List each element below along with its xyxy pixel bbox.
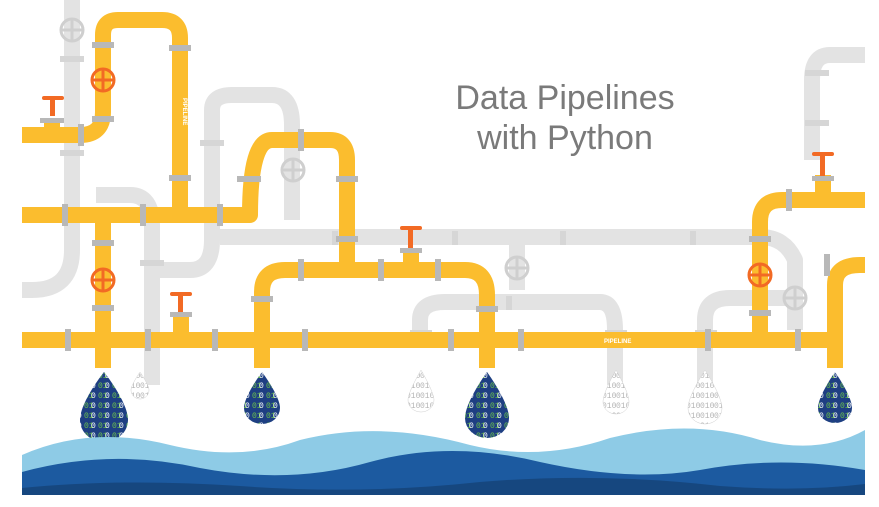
data-drops <box>80 369 852 442</box>
drop-blue-3 <box>465 372 509 438</box>
drop-gray-4 <box>687 369 723 425</box>
yellow-flanges <box>40 42 834 351</box>
title-line-1: Data Pipelines <box>455 79 675 117</box>
drop-blue-4 <box>818 372 852 423</box>
gate-valve-handles <box>42 96 834 312</box>
wheel-valves <box>90 67 773 293</box>
gray-valve-wheels <box>59 17 808 311</box>
drop-blue-1 <box>80 372 128 442</box>
drop-gray-2 <box>407 369 435 413</box>
gray-pipe-network <box>22 0 865 385</box>
drop-blue-2 <box>244 372 280 424</box>
pipe-label-vertical: PIPELINE <box>181 98 187 125</box>
water-waves <box>22 428 865 495</box>
title-line-2: with Python <box>477 119 653 157</box>
pipe-label-horizontal: PIPELINE <box>604 339 631 345</box>
drop-gray-1 <box>130 371 150 400</box>
drop-gray-3 <box>602 369 630 415</box>
